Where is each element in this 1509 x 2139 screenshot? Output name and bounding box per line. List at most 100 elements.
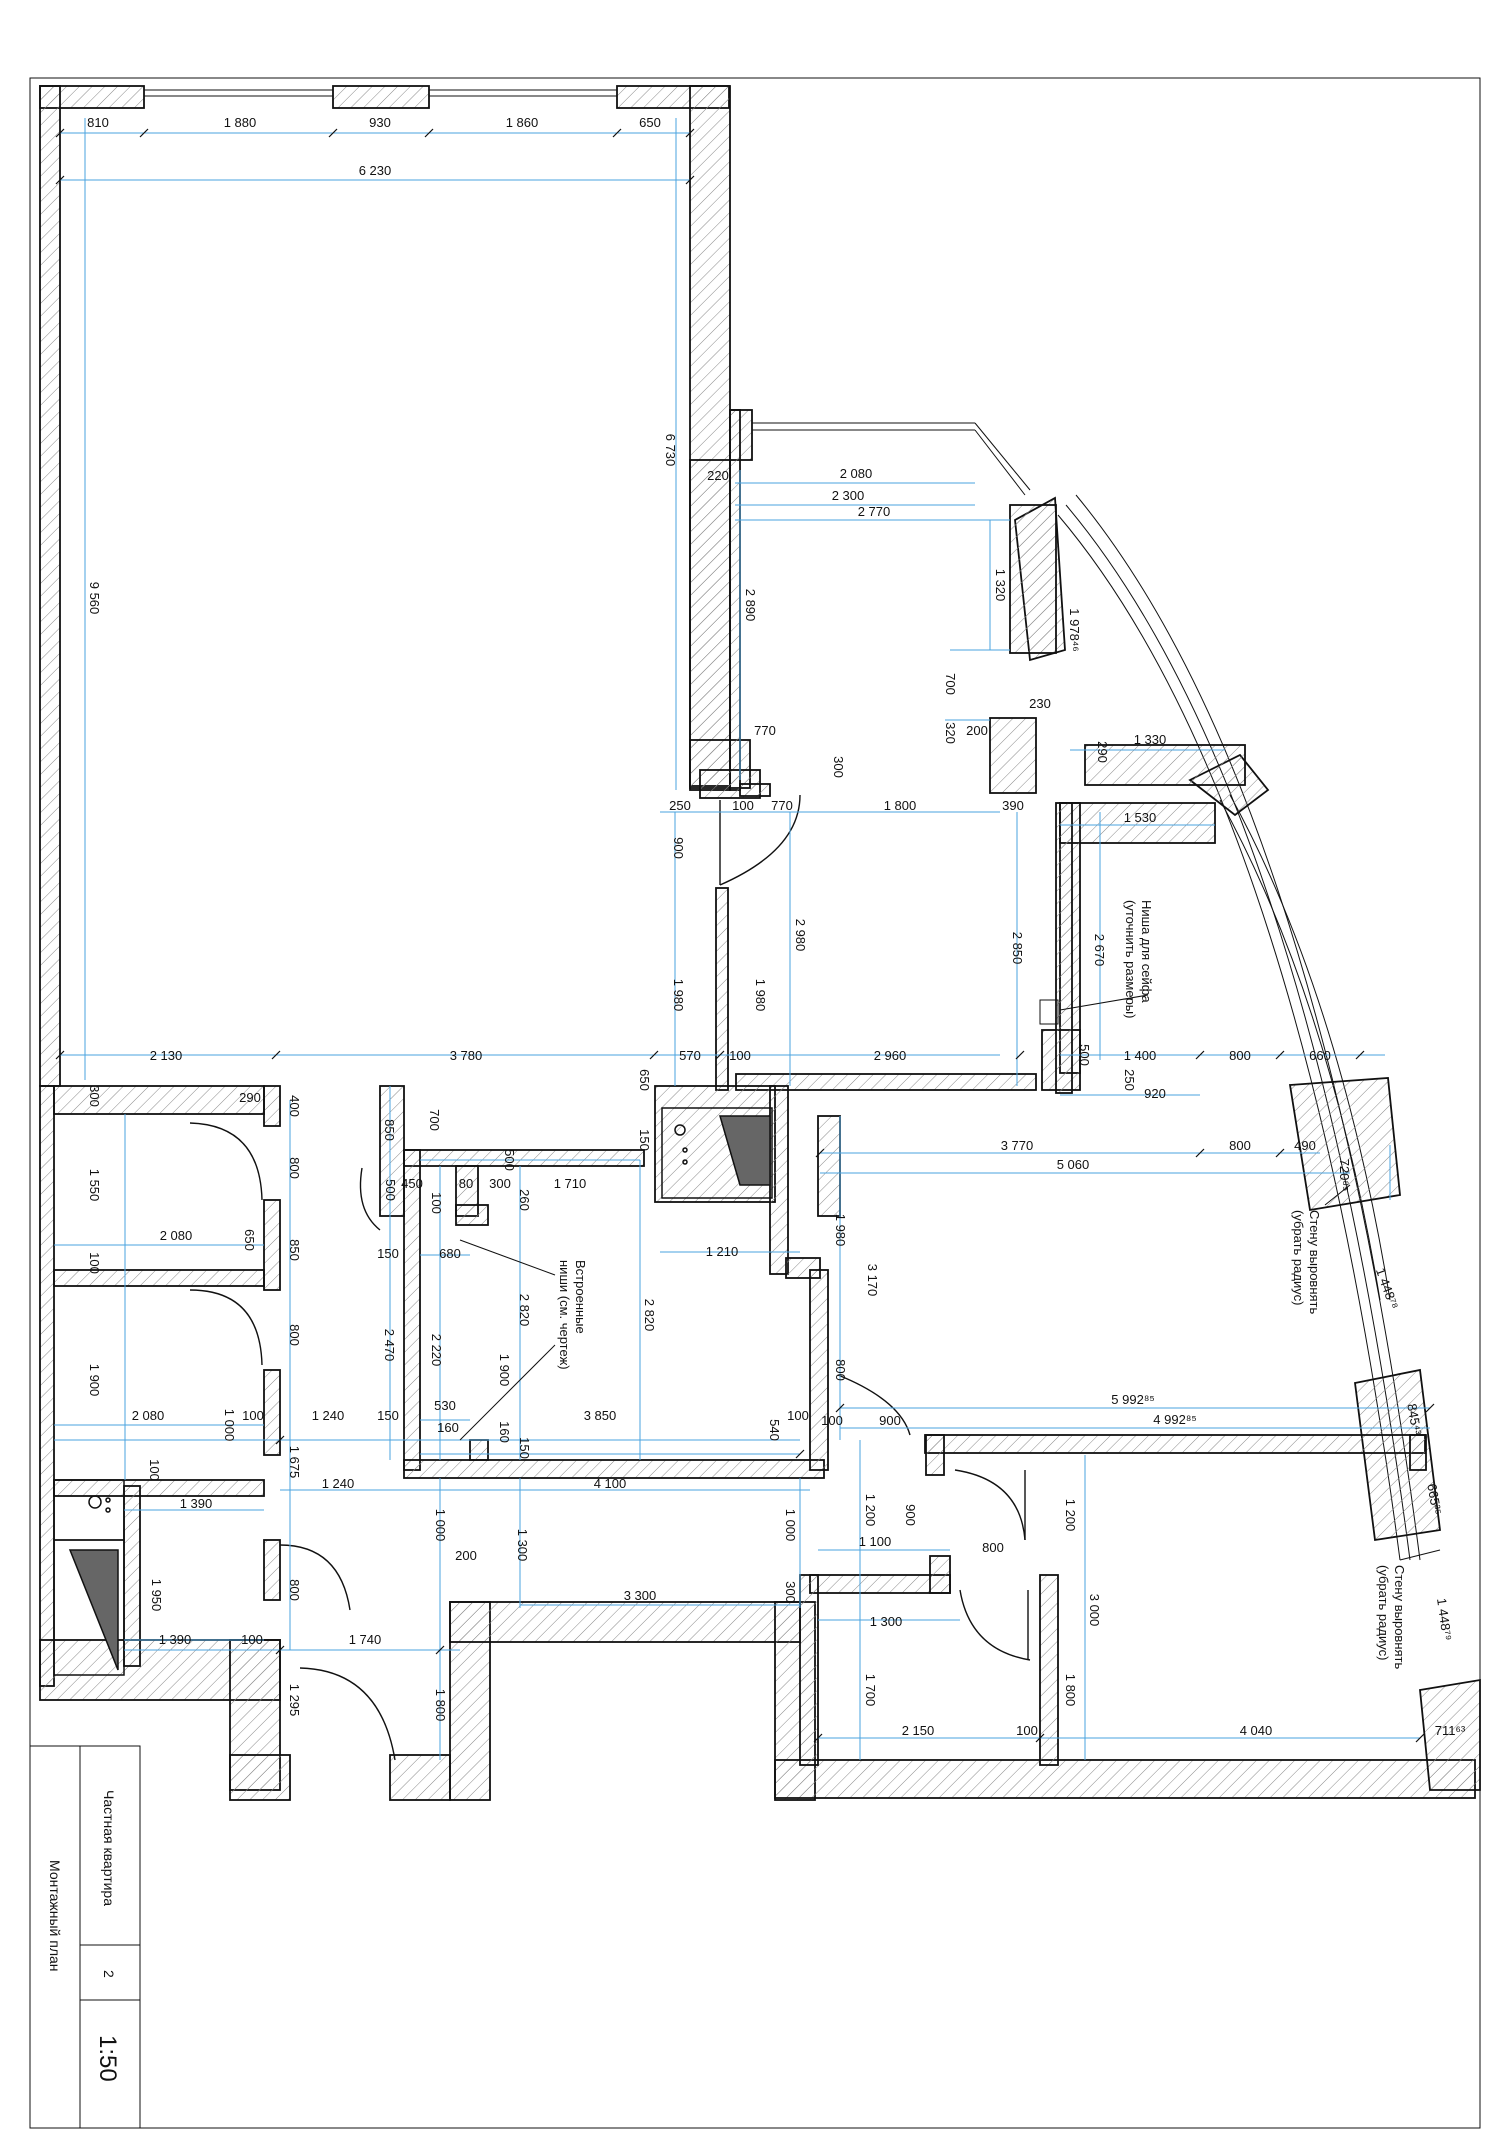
dim-label: 845⁴³ [1404, 1402, 1424, 1436]
window-bedroom [752, 422, 1031, 496]
dim-label: 1 900 [497, 1354, 512, 1387]
dim-label: 800 [982, 1540, 1004, 1555]
interior-walls-bedroom [989, 504, 1246, 1091]
dim-label: 1 330 [1134, 732, 1167, 747]
dim-label: 1 980 [753, 979, 768, 1012]
dim-label: 150 [377, 1408, 399, 1423]
dim-label: 5 060 [1057, 1157, 1090, 1172]
dim-label: 4 992⁸⁵ [1153, 1412, 1196, 1427]
note-built-in-niche-line1: Встроенные [573, 1260, 588, 1334]
appliances [53, 1107, 773, 1676]
annotations: Ниша для сейфа (уточнить размеры) Встрое… [557, 900, 1407, 1670]
dim-label: 650 [637, 1069, 652, 1091]
note-straighten-wall-lower-line2: (убрать радиус) [1376, 1565, 1391, 1660]
dim-label: 1 448⁷⁹ [1434, 1597, 1455, 1641]
dim-label: 1 740 [349, 1632, 382, 1647]
curved-facade [1057, 494, 1421, 1561]
dimension-ticks [55, 128, 1435, 1743]
dim-label: 850 [382, 1119, 397, 1141]
dim-label: 1 300 [870, 1614, 903, 1629]
dim-label: 711⁶³ [1435, 1723, 1466, 1738]
dim-label: 320 [943, 722, 958, 744]
dim-label: 2 130 [150, 1048, 183, 1063]
window-top [144, 89, 617, 97]
dim-label: 1 000 [433, 1509, 448, 1542]
dim-label: 300 [783, 1581, 798, 1603]
dim-label: 200 [455, 1548, 477, 1563]
note-straighten-wall-lower-line1: Стену выровнять [1392, 1565, 1407, 1670]
dim-label: 290 [1095, 741, 1110, 763]
dim-label: 3 000 [1087, 1594, 1102, 1627]
dim-label: 1 200 [1063, 1499, 1078, 1532]
dim-label: 80 [459, 1176, 473, 1191]
dim-label: 1 200 [863, 1494, 878, 1527]
dim-label: 1 530 [1124, 810, 1157, 825]
dim-label: 650 [242, 1229, 257, 1251]
dim-label: 1 000 [783, 1509, 798, 1542]
dim-label: 1 978⁴⁶ [1067, 608, 1082, 651]
dim-label: 300 [831, 756, 846, 778]
door-bedroom-swing [719, 794, 801, 886]
dim-label: 4 040 [1240, 1723, 1273, 1738]
note-safe-niche-line2: (уточнить размеры) [1123, 900, 1138, 1018]
dim-label: 6 230 [359, 163, 392, 178]
dim-label: 2 300 [832, 488, 865, 503]
dim-label: 5 992⁸⁵ [1111, 1392, 1154, 1407]
dim-label: 900 [879, 1413, 901, 1428]
door-bath-swing [959, 1589, 1031, 1661]
dim-label: 2 850 [1010, 932, 1025, 965]
dim-label: 570 [679, 1048, 701, 1063]
dim-label: 1 000 [222, 1409, 237, 1442]
dim-label: 810 [87, 115, 109, 130]
dim-label: 1 860 [506, 115, 539, 130]
dim-label: 100 [729, 1048, 751, 1063]
dim-label: 530 [434, 1398, 456, 1413]
dim-label: 500 [502, 1149, 517, 1171]
dim-label: 2 980 [793, 919, 808, 952]
dim-label: 540 [767, 1419, 782, 1441]
exterior-walls [39, 85, 1476, 1801]
title-block-sheet-number: 2 [101, 1970, 117, 1978]
dim-label: 2 470 [382, 1329, 397, 1362]
dim-label: 150 [377, 1246, 399, 1261]
dim-label: 1 300 [515, 1529, 530, 1562]
dim-label: 250 [669, 798, 691, 813]
dim-label: 665³⁵ [1424, 1482, 1444, 1516]
dim-label: 100 [241, 1632, 263, 1647]
dim-label: 250 [1122, 1069, 1137, 1091]
dim-label: 450 [401, 1176, 423, 1191]
dim-label: 100 [429, 1192, 444, 1214]
dim-label: 160 [437, 1420, 459, 1435]
dim-label: 1 950 [149, 1579, 164, 1612]
dim-label: 1 710 [554, 1176, 587, 1191]
dim-label: 500 [383, 1179, 398, 1201]
dim-label: 1 390 [180, 1496, 213, 1511]
dim-label: 2 080 [840, 466, 873, 481]
dim-label: 1 295 [287, 1684, 302, 1717]
dim-label: 1 675 [287, 1446, 302, 1479]
dim-label: 920 [1144, 1086, 1166, 1101]
title-block: Частная квартира 2 1:50 Монтажный план [29, 1745, 141, 2129]
cabinet-icon [53, 1539, 125, 1676]
dim-label: 3 780 [450, 1048, 483, 1063]
dim-label: 2 960 [874, 1048, 907, 1063]
dim-label: 3 300 [624, 1588, 657, 1603]
dim-label: 1 800 [433, 1689, 448, 1722]
note-safe-niche-line1: Ниша для сейфа [1139, 900, 1154, 1003]
dim-label: 680 [439, 1246, 461, 1261]
dim-label: 1 900 [87, 1364, 102, 1397]
dim-label: 1 240 [322, 1476, 355, 1491]
dimension-labels: 810 1 880 930 1 860 650 6 230 9 560 6 73… [87, 115, 1466, 1738]
dim-label: 1 980 [833, 1214, 848, 1247]
dim-label: 150 [517, 1437, 532, 1459]
dim-label: 300 [489, 1176, 511, 1191]
dim-label: 290 [239, 1090, 261, 1105]
dim-label: 1 980 [671, 979, 686, 1012]
dim-label: 770 [754, 723, 776, 738]
dim-label: 2 770 [858, 504, 891, 519]
dim-label: 800 [287, 1324, 302, 1346]
dim-label: 100 [147, 1459, 162, 1481]
dim-label: 1 880 [224, 115, 257, 130]
dim-label: 720⁸⁵ [1337, 1159, 1352, 1192]
dim-label: 1 320 [993, 569, 1008, 602]
